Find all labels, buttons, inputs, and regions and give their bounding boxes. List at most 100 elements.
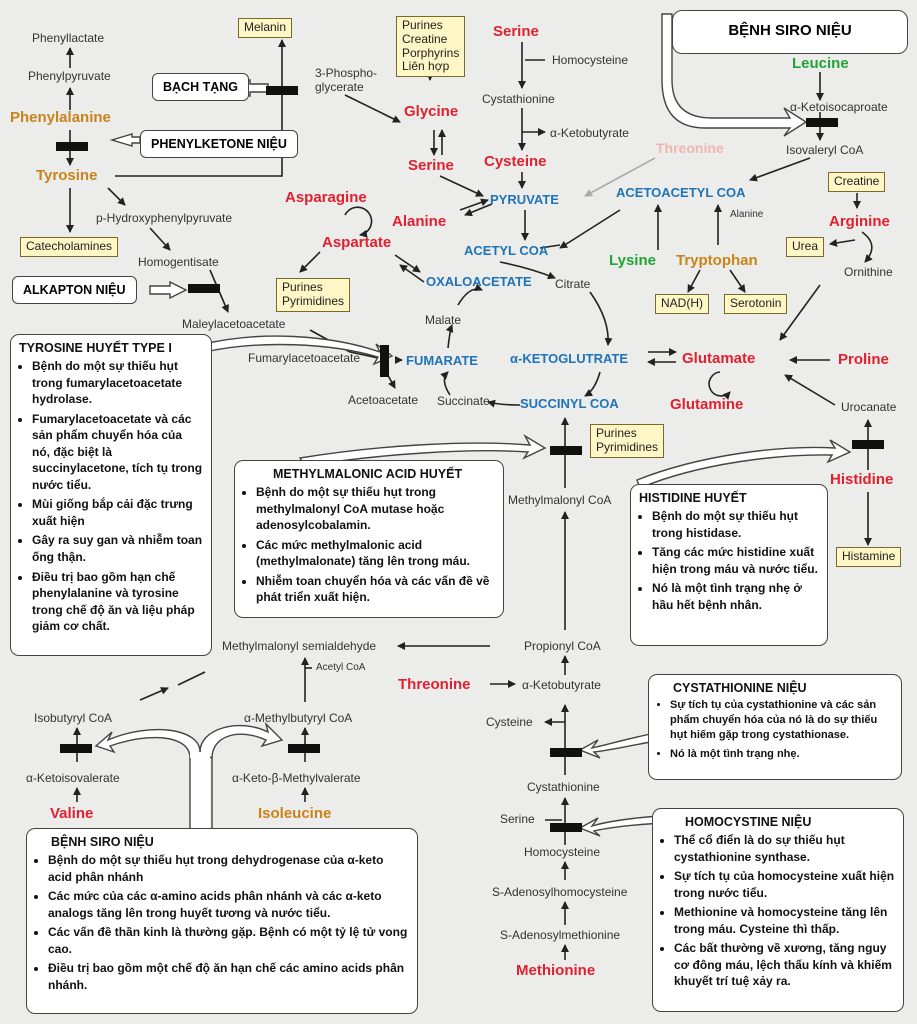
homogentisate-label: Homogentisate bbox=[138, 255, 219, 269]
sam-label: S-Adenosylmethionine bbox=[500, 928, 621, 942]
histidinemia-item-2: Tăng các mức histidine xuất hiện trong m… bbox=[652, 544, 819, 577]
ketoisovalerate-label: α-Ketoisovalerate bbox=[26, 771, 120, 785]
threonine-label: Threonine bbox=[398, 676, 471, 693]
serotonin-box: Serotonin bbox=[724, 294, 788, 314]
serine-top-label: Serine bbox=[493, 23, 539, 40]
block-bar-cystathioninuria bbox=[550, 748, 582, 757]
ketobutyrate-top-label: α-Ketobutyrate bbox=[550, 126, 629, 140]
threonine-pale-label: Threonine bbox=[656, 140, 724, 156]
ornithine-label: Ornithine bbox=[844, 265, 893, 279]
catecholamines-box: Catecholamines bbox=[20, 237, 119, 257]
melanin-box: Melanin bbox=[238, 18, 293, 38]
methylmalonyl-semialdehyde-label: Methylmalonyl semialdehyde bbox=[222, 639, 377, 653]
tyrosine-label: Tyrosine bbox=[36, 167, 98, 184]
citrate-label: Citrate bbox=[555, 277, 591, 291]
homocystinuria-callout: HOMOCYSTINE NIỆU Thể cổ điển là do sự th… bbox=[652, 808, 904, 1012]
nadh-box: NAD(H) bbox=[655, 294, 709, 314]
block-bar-tyrosinemia bbox=[380, 345, 389, 377]
msud-title: BỆNH SIRO NIỆU bbox=[51, 835, 154, 849]
succinate-label: Succinate bbox=[437, 394, 490, 408]
block-bar-histidinemia bbox=[852, 440, 884, 449]
mma-item-1: Bệnh do một sự thiếu hụt trong methylmal… bbox=[256, 484, 495, 534]
cystathionine-top-label: Cystathionine bbox=[482, 92, 555, 106]
cysteine-bottom-label: Cysteine bbox=[486, 715, 533, 729]
msud-item-4: Điều trị bao gồm một chế độ ăn hạn chế c… bbox=[48, 960, 409, 993]
mma-item-2: Các mức methylmalonic acid (methylmalona… bbox=[256, 537, 495, 570]
block-bar-mma bbox=[550, 446, 582, 455]
homocystinuria-item-1: Thể cổ điển là do sự thiếu hụt cystathio… bbox=[674, 832, 895, 865]
purines-right-box: Purines Pyrimidines bbox=[590, 424, 665, 458]
acetyl-coa-small-label: Acetyl CoA bbox=[316, 662, 366, 673]
tyrosinemia-callout: TYROSINE HUYẾT TYPE I Bệnh do một sự thi… bbox=[10, 334, 212, 656]
mma-callout: METHYLMALONIC ACID HUYẾT Bệnh do một sự … bbox=[234, 460, 504, 618]
fumarate-label: FUMARATE bbox=[406, 353, 478, 368]
phosphoglycerate-label: 3-Phospho- glycerate bbox=[315, 66, 378, 95]
serine-mid-label: Serine bbox=[408, 157, 454, 174]
histidinemia-item-1: Bệnh do một sự thiếu hụt trong histidase… bbox=[652, 508, 819, 541]
cystathionine-bottom-label: Cystathionine bbox=[527, 780, 600, 794]
block-bar-pku bbox=[56, 142, 88, 151]
asparagine-label: Asparagine bbox=[285, 189, 367, 206]
cysteine-label: Cysteine bbox=[484, 153, 547, 170]
phenylalanine-label: Phenylalanine bbox=[10, 109, 111, 126]
block-bar-alkaptonuria bbox=[188, 284, 220, 293]
urocanate-label: Urocanate bbox=[841, 400, 897, 414]
purines-creatine-box: Purines Creatine Porphyrins Liên hợp bbox=[396, 16, 466, 78]
homocysteine-top-label: Homocysteine bbox=[552, 53, 629, 67]
malate-label: Malate bbox=[425, 313, 462, 327]
phenyllactate-label: Phenyllactate bbox=[32, 31, 105, 45]
p-hydroxyphenylpyruvate-label: p-Hydroxyphenylpyruvate bbox=[96, 211, 233, 225]
arginine-label: Arginine bbox=[829, 213, 890, 230]
alanine-label: Alanine bbox=[392, 213, 447, 230]
ketobutyrate-bottom-label: α-Ketobutyrate bbox=[522, 678, 601, 692]
isovaleryl-coa-label: Isovaleryl CoA bbox=[786, 143, 864, 157]
fumarylacetoacetate-label: Fumarylacetoacetate bbox=[248, 351, 361, 365]
acetyl-coa-label: ACETYL COA bbox=[464, 243, 549, 258]
cystathioninuria-item-2: Nó là một tình trạng nhẹ. bbox=[670, 747, 893, 762]
valine-label: Valine bbox=[50, 805, 94, 822]
methylbutyryl-coa-label: α-Methylbutyryl CoA bbox=[244, 711, 353, 725]
msud-item-3: Các vấn đề thần kinh là thường gặp. Bệnh… bbox=[48, 924, 409, 957]
tyrosinemia-item-4: Gây ra suy gan và nhiễm toan ống thận. bbox=[32, 532, 203, 565]
mma-title: METHYLMALONIC ACID HUYẾT bbox=[273, 467, 463, 481]
ketoglutarate-label: α-KETOGLUTRATE bbox=[510, 351, 629, 366]
homocystinuria-item-3: Methionine và homocysteine tăng lên tron… bbox=[674, 904, 895, 937]
isoleucine-label: Isoleucine bbox=[258, 805, 332, 822]
block-bar-homocystinuria bbox=[550, 823, 582, 832]
cystathioninuria-callout: CYSTATHIONINE NIỆU Sự tích tụ của cystat… bbox=[648, 674, 902, 780]
msud-top-tag: BỆNH SIRO NIỆU bbox=[672, 10, 908, 54]
oxaloacetate-label: OXALOACETATE bbox=[426, 274, 532, 289]
glutamate-label: Glutamate bbox=[682, 350, 756, 367]
msud-item-1: Bệnh do một sự thiếu hụt trong dehydroge… bbox=[48, 852, 409, 885]
maleylacetoacetate-label: Maleylacetoacetate bbox=[182, 317, 286, 331]
creatine-box: Creatine bbox=[828, 172, 886, 192]
glutamine-label: Glutamine bbox=[670, 396, 744, 413]
acetoacetyl-coa-label: ACETOACETYL COA bbox=[616, 185, 746, 200]
phenylpyruvate-label: Phenylpyruvate bbox=[28, 69, 111, 83]
histidinemia-title: HISTIDINE HUYẾT bbox=[639, 491, 747, 505]
block-bar-msud-isoleucine bbox=[288, 744, 320, 753]
homocysteine-bottom-label: Homocysteine bbox=[524, 845, 601, 859]
msud-callout: BỆNH SIRO NIỆU Bệnh do một sự thiếu hụt … bbox=[26, 828, 418, 1014]
tyrosinemia-item-1: Bệnh do một sự thiếu hụt trong fumarylac… bbox=[32, 358, 203, 408]
msud-item-2: Các mức của các α-amino acids phân nhánh… bbox=[48, 888, 409, 921]
homocystinuria-title: HOMOCYSTINE NIỆU bbox=[685, 815, 812, 829]
histidine-label: Histidine bbox=[830, 471, 894, 488]
homocystinuria-item-4: Các bất thường về xương, tăng nguy cơ đô… bbox=[674, 940, 895, 990]
cystathioninuria-title: CYSTATHIONINE NIỆU bbox=[673, 681, 807, 695]
tyrosinemia-item-5: Điều trị bao gồm hạn chế phenylalanine v… bbox=[32, 569, 203, 635]
urea-box: Urea bbox=[786, 237, 825, 257]
histidinemia-callout: HISTIDINE HUYẾT Bệnh do một sự thiếu hụt… bbox=[630, 484, 828, 646]
alkaptonuria-tag: ALKAPTON NIỆU bbox=[12, 276, 137, 304]
alanine-small-label: Alanine bbox=[730, 209, 764, 220]
histidinemia-item-3: Nó là một tình trạng nhẹ ở hầu hết bệnh … bbox=[652, 580, 819, 613]
succinyl-coa-label: SUCCINYL COA bbox=[520, 396, 619, 411]
histamine-box: Histamine bbox=[836, 547, 902, 567]
methionine-label: Methionine bbox=[516, 962, 596, 979]
keto-methylvalerate-label: α-Keto-β-Methylvalerate bbox=[232, 771, 361, 785]
leucine-label: Leucine bbox=[792, 55, 849, 72]
homocystinuria-item-2: Sự tích tụ của homocysteine xuất hiện tr… bbox=[674, 868, 895, 901]
methylmalonyl-coa-label: Methylmalonyl CoA bbox=[508, 493, 612, 507]
